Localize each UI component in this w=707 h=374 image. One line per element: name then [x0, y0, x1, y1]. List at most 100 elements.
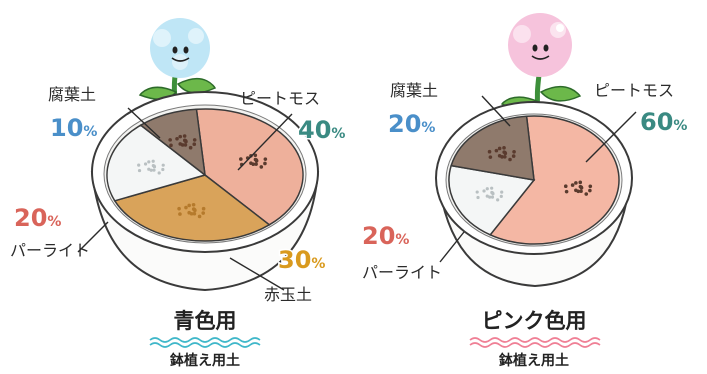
soil-texture-dot	[485, 194, 489, 198]
soil-texture-dot	[169, 143, 173, 148]
chart-title-blue: 青色用	[174, 309, 237, 333]
wave-divider-blue	[149, 337, 261, 348]
soil-texture-dot	[147, 167, 151, 171]
pct-fuyodo-pink: 20%	[388, 110, 435, 138]
pct-perlite-blue: 20%	[14, 204, 61, 232]
soil-texture-dot	[570, 183, 575, 187]
soil-texture-dot	[485, 187, 489, 191]
soil-texture-dot	[178, 134, 183, 139]
soil-texture-dot	[151, 159, 155, 163]
soil-texture-dot	[496, 198, 500, 202]
soil-texture-dot	[143, 162, 148, 166]
soil-texture-dot	[487, 149, 492, 154]
soil-texture-dot	[175, 136, 179, 141]
label-peatmoss-blue: ピートモス	[240, 89, 320, 108]
soil-texture-dot	[192, 142, 197, 147]
soil-texture-dot	[259, 165, 264, 169]
soil-texture-dot	[511, 154, 516, 158]
soil-texture-dot	[499, 194, 503, 198]
soil-texture-dot	[494, 148, 499, 153]
pie-slice	[489, 115, 620, 245]
soil-texture-dot	[178, 212, 182, 216]
soil-texture-dot	[253, 157, 258, 162]
soil-texture-dot	[500, 155, 504, 159]
soil-texture-dot	[189, 211, 194, 216]
soil-texture-dot	[490, 190, 494, 195]
soil-texture-dot	[254, 162, 258, 166]
soil-texture-dot	[182, 138, 187, 143]
pct-perlite-pink: 20%	[362, 222, 409, 250]
soil-texture-dot	[184, 205, 188, 210]
pie-chart-blue	[106, 108, 304, 242]
pct-fuyodo-blue: 10%	[50, 114, 97, 142]
pct-akadama-blue: 30%	[278, 246, 325, 274]
soil-texture-dot	[201, 211, 206, 215]
pie-slice	[448, 164, 536, 236]
title-block-pink: ピンク色用 鉢植え用土	[469, 309, 601, 369]
pie-slice	[106, 124, 207, 202]
soil-texture-dot	[161, 167, 165, 172]
label-akadama-blue: 赤玉土	[264, 285, 312, 304]
soil-texture-dot	[147, 160, 151, 164]
soil-texture-dot	[201, 206, 206, 211]
soil-texture-dot	[253, 153, 258, 158]
soil-texture-dot	[151, 163, 155, 168]
soil-texture-dot	[192, 211, 197, 216]
soil-texture-dot	[588, 184, 593, 189]
label-peatmoss-pink: ピートモス	[594, 81, 674, 100]
soil-texture-dot	[584, 192, 589, 196]
soil-texture-dot	[490, 195, 495, 199]
soil-texture-dot	[502, 146, 506, 150]
soil-texture-dot	[161, 163, 165, 167]
soil-texture-dot	[182, 134, 187, 138]
soil-texture-dot	[263, 157, 268, 161]
soil-texture-dot	[191, 202, 196, 207]
soil-texture-dot	[512, 149, 516, 154]
label-perlite-pink: パーライト	[362, 263, 442, 282]
soil-texture-dot	[564, 189, 569, 194]
soil-texture-dot	[157, 171, 161, 175]
label-fuyodo-blue: 腐葉土	[48, 85, 96, 104]
soil-texture-dot	[482, 189, 486, 193]
chart-title-pink: ピンク色用	[482, 309, 587, 333]
soil-texture-dot	[137, 163, 141, 167]
soil-texture-dot	[576, 189, 581, 194]
soil-texture-dot	[476, 195, 480, 200]
soil-texture-dot	[508, 157, 512, 162]
pot-blue	[90, 18, 320, 292]
soil-texture-dot	[588, 188, 592, 193]
chart-subtitle-pink: 鉢植え用土	[499, 352, 569, 369]
soil-texture-dot	[263, 161, 267, 166]
soil-texture-dot	[149, 168, 153, 172]
soil-texture-dot	[152, 168, 156, 172]
soil-texture-dot	[191, 207, 196, 211]
soil-texture-dot	[192, 138, 197, 142]
soil-texture-dot	[168, 138, 172, 142]
soil-texture-dot	[187, 203, 191, 208]
pot-pink	[435, 13, 633, 288]
soil-texture-dot	[578, 180, 583, 185]
pct-peatmoss-pink: 60%	[640, 108, 687, 136]
pie-slice	[450, 115, 535, 181]
soil-texture-dot	[488, 155, 493, 159]
flower-head-pink	[508, 13, 572, 77]
label-fuyodo-pink: 腐葉土	[390, 81, 438, 100]
soil-texture-dot	[497, 146, 502, 151]
soil-texture-dot	[563, 184, 568, 189]
soil-texture-dot	[475, 190, 479, 194]
wave-divider-pink	[469, 337, 601, 348]
pie-slice	[195, 108, 304, 226]
pie-slice	[139, 108, 206, 177]
pie-slice	[113, 174, 271, 242]
soil-texture-dot	[137, 168, 142, 173]
soil-texture-dot	[197, 214, 202, 219]
label-perlite-blue: パーライト	[10, 241, 90, 260]
hydrangea-pink-icon	[500, 13, 582, 111]
soil-texture-dot	[500, 190, 504, 194]
soil-texture-dot	[574, 181, 578, 185]
soil-texture-dot	[502, 150, 506, 154]
leader-lines	[77, 95, 637, 291]
soil-texture-dot	[578, 184, 583, 189]
pie-chart-pink	[448, 115, 620, 245]
